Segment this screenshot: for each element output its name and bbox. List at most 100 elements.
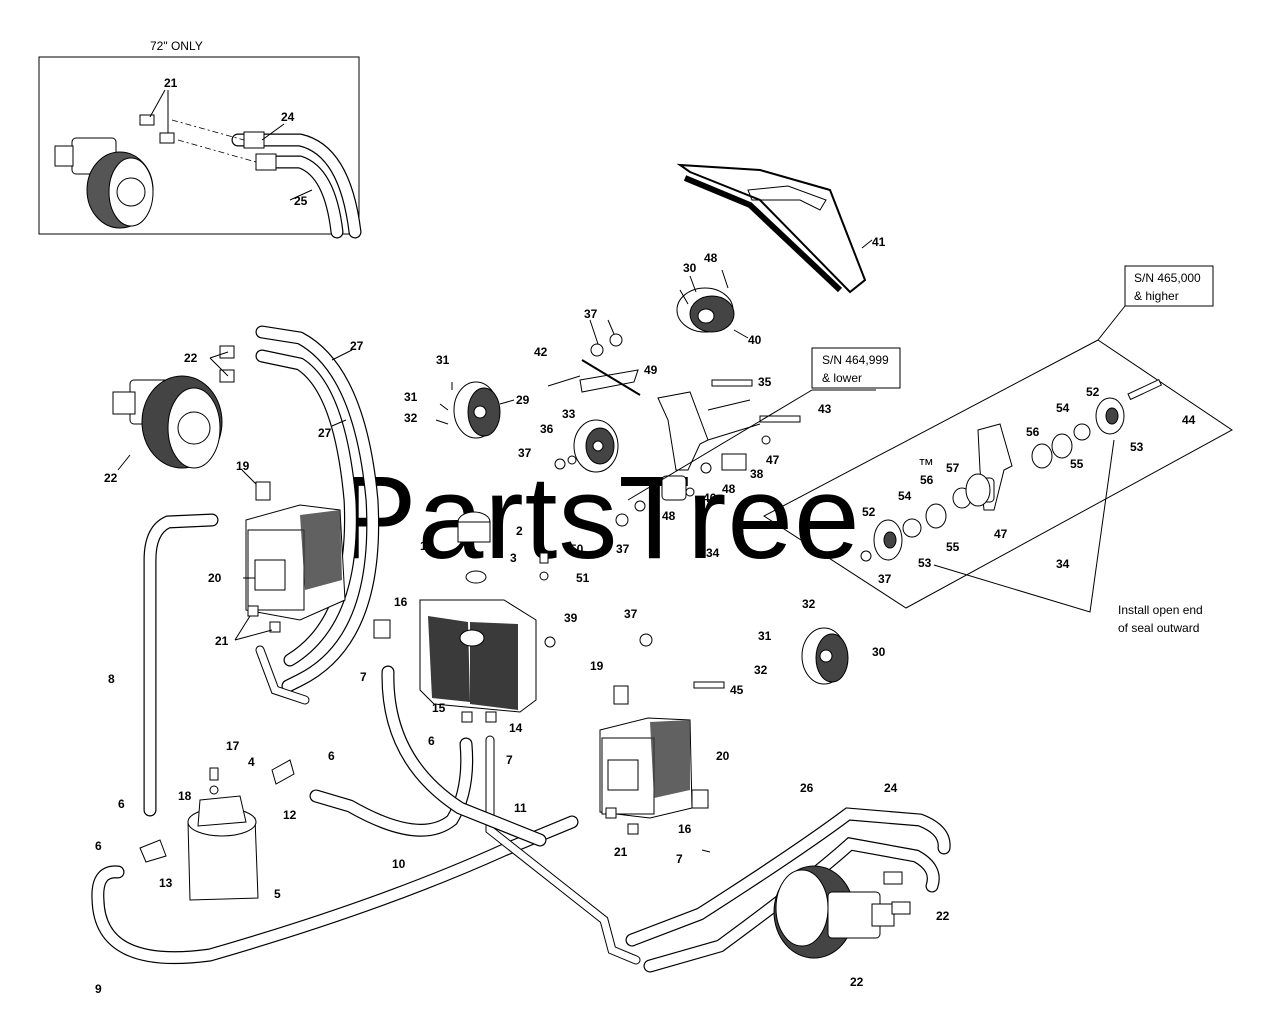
hoses-lines: 8 9 10 11 16 7 6 6 7 6 6 <box>91 513 641 996</box>
part-label-48-right: 48 <box>722 482 736 496</box>
part-label-8: 8 <box>108 672 115 686</box>
callout-sn-lower: S/N 464,999 & lower <box>811 347 901 389</box>
inset-frame <box>38 56 360 235</box>
part-label-37-mid: 37 <box>518 446 532 460</box>
part-label-46: 48 <box>704 251 718 265</box>
part-label-19-left: 19 <box>236 459 250 473</box>
part-label-24-right: 26 <box>800 781 814 795</box>
watermark-trademark: ™ <box>918 457 935 474</box>
part-label-14: 14 <box>509 721 523 735</box>
part-label-37-top: 37 <box>584 307 598 321</box>
hydraulic-filter: 4 5 17 18 12 13 <box>139 739 297 901</box>
part-label-54-upper: 54 <box>1056 401 1070 415</box>
part-label-48-left: 48 <box>662 509 676 523</box>
part-label-7-right: 7 <box>676 852 683 866</box>
part-label-34-right: 34 <box>1056 557 1070 571</box>
part-label-39: 39 <box>564 611 578 625</box>
part-label-33: 33 <box>562 407 576 421</box>
part-label-26: 27 <box>318 426 332 440</box>
part-label-52-lower: 52 <box>862 505 876 519</box>
part-label-53-lower: 53 <box>918 556 932 570</box>
part-label-37-low: 37 <box>616 542 630 556</box>
part-label-56-upper: 56 <box>1026 425 1040 439</box>
part-label-31-lower: 32 <box>754 663 768 677</box>
seal-note-line1: Install open end <box>1118 603 1203 617</box>
part-label-31-upper: 32 <box>404 411 418 425</box>
wheel-motor-right: 26 24 22 22 <box>625 781 951 989</box>
idler-assembly: 49 42 37 33 36 37 35 43 38 48 47 46 48 3… <box>518 307 876 560</box>
part-label-23: 24 <box>281 110 295 124</box>
part-label-54-lower: 54 <box>898 489 912 503</box>
inset-title: 72" ONLY <box>150 39 203 53</box>
hydraulic-reservoir: 1 2 3 50 51 39 15 14 <box>419 511 590 735</box>
part-label-23-right: 24 <box>884 781 898 795</box>
sn-higher-line2: & higher <box>1134 289 1179 303</box>
part-label-16-left: 16 <box>394 595 408 609</box>
part-label-32-right: 22 <box>936 909 950 923</box>
sn-higher-line1: S/N 465,000 <box>1134 271 1201 285</box>
part-label-25: 27 <box>350 339 364 353</box>
part-label-55-upper: 55 <box>1070 457 1084 471</box>
part-label-28: 30 <box>683 261 697 275</box>
hoses-25-26: 22 27 27 <box>184 325 380 693</box>
part-label-6-upper: 6 <box>428 734 435 748</box>
part-label-34-left: 34 <box>706 546 720 560</box>
part-label-56-lower: 56 <box>920 473 934 487</box>
part-label-15: 15 <box>432 701 446 715</box>
wheel-motor-left: 22 <box>104 375 223 485</box>
hydro-pump-right: 20 19 45 37 21 16 7 <box>590 607 744 866</box>
part-label-16-right: 16 <box>678 822 692 836</box>
part-label-32-left: 22 <box>184 351 198 365</box>
part-label-43-center: 43 <box>818 402 832 416</box>
part-label-22-right: 22 <box>850 975 864 989</box>
pulley-27-lower: 32 31 32 30 <box>754 597 886 685</box>
part-label-30-lower: 32 <box>802 597 816 611</box>
part-label-18: 18 <box>178 789 192 803</box>
part-label-51: 51 <box>576 571 590 585</box>
idler-pulley-40: 40 48 30 <box>676 251 762 347</box>
drive-belt: 41 <box>676 163 886 294</box>
part-label-29-upper: 31 <box>404 390 418 404</box>
pulley-27-upper: 31 31 32 29 <box>404 353 530 439</box>
part-label-22-left: 22 <box>104 471 118 485</box>
part-label-35: 35 <box>758 375 772 389</box>
part-label-29-lower: 31 <box>758 629 772 643</box>
part-label-9: 9 <box>95 982 102 996</box>
part-label-38: 38 <box>750 467 764 481</box>
sn-lower-line1: S/N 464,999 <box>822 353 889 367</box>
part-label-19-right: 19 <box>590 659 604 673</box>
seal-note: Install open end of seal outward <box>1118 603 1203 635</box>
detail-sn-higher: S/N 465,000 & higher 47 52 37 54 53 56 5… <box>763 265 1233 613</box>
part-label-2: 2 <box>516 524 523 538</box>
part-label-3: 3 <box>510 551 517 565</box>
part-label-45: 47 <box>766 453 780 467</box>
part-label-53-upper: 53 <box>1130 440 1144 454</box>
part-label-4: 4 <box>248 755 255 769</box>
part-label-37-detail: 37 <box>878 572 892 586</box>
part-label-20-left: 20 <box>208 571 222 585</box>
part-label-21-right: 21 <box>614 845 628 859</box>
part-label-32: 21 <box>164 76 178 90</box>
part-label-50: 50 <box>570 542 584 556</box>
part-label-12: 12 <box>283 808 297 822</box>
part-label-11: 11 <box>514 801 527 815</box>
part-label-49: 49 <box>644 363 658 377</box>
seal-note-line2: of seal outward <box>1118 621 1199 635</box>
part-label-41: 41 <box>872 235 886 249</box>
part-label-24: 25 <box>294 194 308 208</box>
part-label-6-left: 6 <box>118 797 125 811</box>
sn-lower-line2: & lower <box>822 371 862 385</box>
part-label-36: 36 <box>540 422 554 436</box>
part-label-17: 17 <box>226 739 240 753</box>
part-label-47-center: 46 <box>703 491 717 505</box>
inset-72-only: 72" ONLY 21 24 25 <box>38 39 362 239</box>
part-label-7-mid: 7 <box>506 753 513 767</box>
watermark-text: PartsTree <box>338 452 861 584</box>
part-label-52-upper: 52 <box>1086 385 1100 399</box>
part-label-13: 13 <box>159 876 173 890</box>
part-label-21-left: 21 <box>215 634 229 648</box>
part-label-10: 10 <box>392 857 406 871</box>
part-label-40: 40 <box>748 333 762 347</box>
part-label-6-low: 6 <box>95 839 102 853</box>
